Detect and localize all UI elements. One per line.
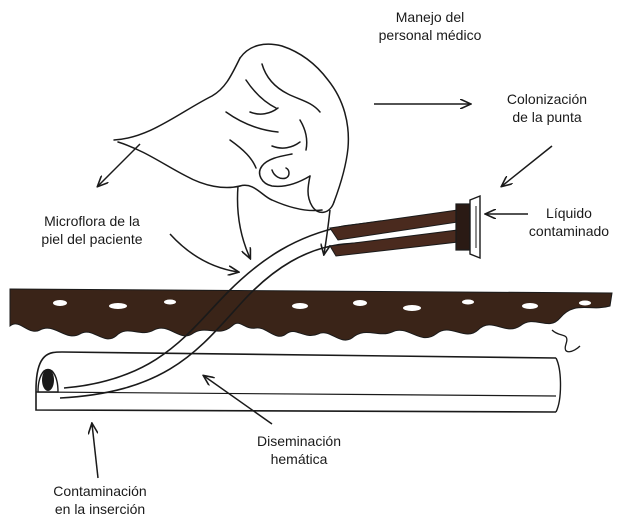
- label-tip-colonization-line2: de la punta: [482, 108, 612, 126]
- skin-layer: [10, 289, 612, 340]
- label-hematic-spread-line2: hemática: [224, 450, 374, 468]
- arrow-insertion: [92, 424, 98, 478]
- blood-vessel: [36, 352, 561, 412]
- label-contaminated-liquid: Líquido contaminado: [520, 204, 618, 240]
- label-contaminated-liquid-line1: Líquido: [520, 204, 618, 222]
- arrow-hematic-spread: [204, 376, 272, 424]
- label-skin-microflora-line1: Microflora de la: [12, 212, 172, 230]
- label-contaminated-liquid-line2: contaminado: [520, 222, 618, 240]
- label-handling-line1: Manejo del: [350, 8, 510, 26]
- label-insertion-contamination-line2: en la inserción: [20, 500, 180, 518]
- label-tip-colonization-line1: Colonización: [482, 90, 612, 108]
- arrow-hand-down: [238, 186, 251, 258]
- label-hematic-spread: Diseminación hemática: [224, 432, 374, 468]
- arrow-hand-left: [98, 144, 140, 186]
- arrow-tip-colonization: [502, 146, 552, 186]
- label-skin-microflora: Microflora de la piel del paciente: [12, 212, 172, 248]
- label-insertion-contamination-line1: Contaminación: [20, 482, 180, 500]
- label-handling: Manejo del personal médico: [350, 8, 510, 44]
- label-skin-microflora-line2: piel del paciente: [12, 230, 172, 248]
- arrow-microflora: [170, 234, 238, 272]
- label-tip-colonization: Colonización de la punta: [482, 90, 612, 126]
- hand-icon: [114, 44, 348, 212]
- label-hematic-spread-line1: Diseminación: [224, 432, 374, 450]
- label-handling-line2: personal médico: [350, 26, 510, 44]
- skin-fibre: [552, 330, 580, 352]
- label-insertion-contamination: Contaminación en la inserción: [20, 482, 180, 518]
